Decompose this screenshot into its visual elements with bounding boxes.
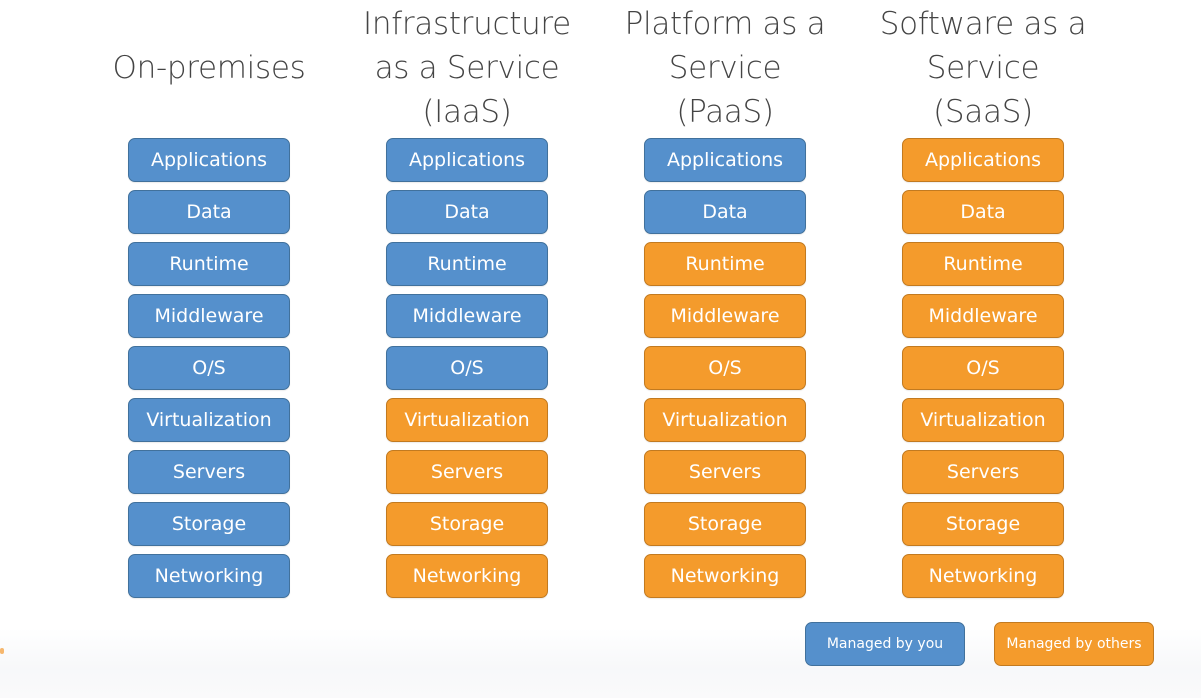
layer-label: O/S: [192, 357, 226, 379]
legend-label: Managed by you: [826, 636, 944, 652]
layer-networking: Networking: [644, 554, 806, 598]
layer-networking: Networking: [128, 554, 290, 598]
layer-runtime: Runtime: [902, 242, 1064, 286]
layer-applications: Applications: [386, 138, 548, 182]
layer-runtime: Runtime: [386, 242, 548, 286]
layer-label: Applications: [408, 149, 526, 171]
column-heading: On-premises: [48, 46, 370, 90]
layer-label: Data: [444, 201, 490, 223]
layer-storage: Storage: [644, 502, 806, 546]
layer-middleware: Middleware: [386, 294, 548, 338]
layer-label: Virtualization: [404, 409, 530, 431]
layer-label: Applications: [150, 149, 268, 171]
layer-virtualization: Virtualization: [128, 398, 290, 442]
layer-label: Runtime: [427, 253, 507, 275]
layer-label: Servers: [172, 461, 246, 483]
layer-label: Virtualization: [920, 409, 1046, 431]
layer-servers: Servers: [128, 450, 290, 494]
decorative-mark: [0, 648, 4, 654]
layer-label: O/S: [966, 357, 1000, 379]
column-heading: Infrastructure as a Service (IaaS): [306, 2, 628, 134]
heading-line: Software as a: [879, 6, 1087, 42]
layer-data: Data: [128, 190, 290, 234]
heading-line: On-premises: [112, 50, 306, 86]
layer-label: Applications: [666, 149, 784, 171]
layer-middleware: Middleware: [902, 294, 1064, 338]
layer-label: Servers: [430, 461, 504, 483]
layer-data: Data: [386, 190, 548, 234]
heading-line: (IaaS): [422, 94, 512, 130]
layer-label: Middleware: [928, 305, 1038, 327]
legend-managed-by-you: Managed by you: [805, 622, 965, 666]
layer-label: Networking: [928, 565, 1038, 587]
legend-label: Managed by others: [1006, 636, 1142, 652]
layer-label: Data: [186, 201, 232, 223]
heading-line: as a Service: [374, 50, 560, 86]
layer-label: Servers: [688, 461, 762, 483]
layer-label: Applications: [924, 149, 1042, 171]
layer-label: Networking: [670, 565, 780, 587]
layer-middleware: Middleware: [644, 294, 806, 338]
layer-data: Data: [644, 190, 806, 234]
layer-applications: Applications: [902, 138, 1064, 182]
layer-label: Servers: [946, 461, 1020, 483]
layer-applications: Applications: [644, 138, 806, 182]
layer-storage: Storage: [128, 502, 290, 546]
layer-o-s: O/S: [128, 346, 290, 390]
heading-line: (SaaS): [933, 94, 1033, 130]
layer-o-s: O/S: [902, 346, 1064, 390]
heading-line: Infrastructure: [363, 6, 571, 42]
layer-label: Networking: [412, 565, 522, 587]
layer-label: Storage: [171, 513, 247, 535]
layer-label: Runtime: [685, 253, 765, 275]
layer-servers: Servers: [386, 450, 548, 494]
column-heading: Software as a Service (SaaS): [822, 2, 1144, 134]
layer-applications: Applications: [128, 138, 290, 182]
layer-label: Storage: [945, 513, 1021, 535]
heading-line: Service: [926, 50, 1040, 86]
heading-line: (PaaS): [676, 94, 774, 130]
layer-networking: Networking: [386, 554, 548, 598]
layer-label: Storage: [429, 513, 505, 535]
layer-o-s: O/S: [386, 346, 548, 390]
layer-runtime: Runtime: [644, 242, 806, 286]
layer-label: Runtime: [169, 253, 249, 275]
heading-line: Service: [668, 50, 782, 86]
column-heading: Platform as a Service (PaaS): [564, 2, 886, 134]
layer-label: Middleware: [412, 305, 522, 327]
layer-label: Middleware: [154, 305, 264, 327]
layer-virtualization: Virtualization: [644, 398, 806, 442]
layer-label: Runtime: [943, 253, 1023, 275]
layer-runtime: Runtime: [128, 242, 290, 286]
layer-label: O/S: [450, 357, 484, 379]
legend-managed-by-others: Managed by others: [994, 622, 1154, 666]
layer-label: Data: [960, 201, 1006, 223]
layer-networking: Networking: [902, 554, 1064, 598]
layer-label: Storage: [687, 513, 763, 535]
layer-o-s: O/S: [644, 346, 806, 390]
heading-line: Platform as a: [624, 6, 826, 42]
layer-label: Data: [702, 201, 748, 223]
layer-middleware: Middleware: [128, 294, 290, 338]
layer-storage: Storage: [902, 502, 1064, 546]
layer-servers: Servers: [902, 450, 1064, 494]
layer-virtualization: Virtualization: [386, 398, 548, 442]
layer-data: Data: [902, 190, 1064, 234]
layer-label: O/S: [708, 357, 742, 379]
layer-label: Networking: [154, 565, 264, 587]
layer-virtualization: Virtualization: [902, 398, 1064, 442]
layer-storage: Storage: [386, 502, 548, 546]
layer-label: Middleware: [670, 305, 780, 327]
layer-label: Virtualization: [146, 409, 272, 431]
layer-label: Virtualization: [662, 409, 788, 431]
layer-servers: Servers: [644, 450, 806, 494]
